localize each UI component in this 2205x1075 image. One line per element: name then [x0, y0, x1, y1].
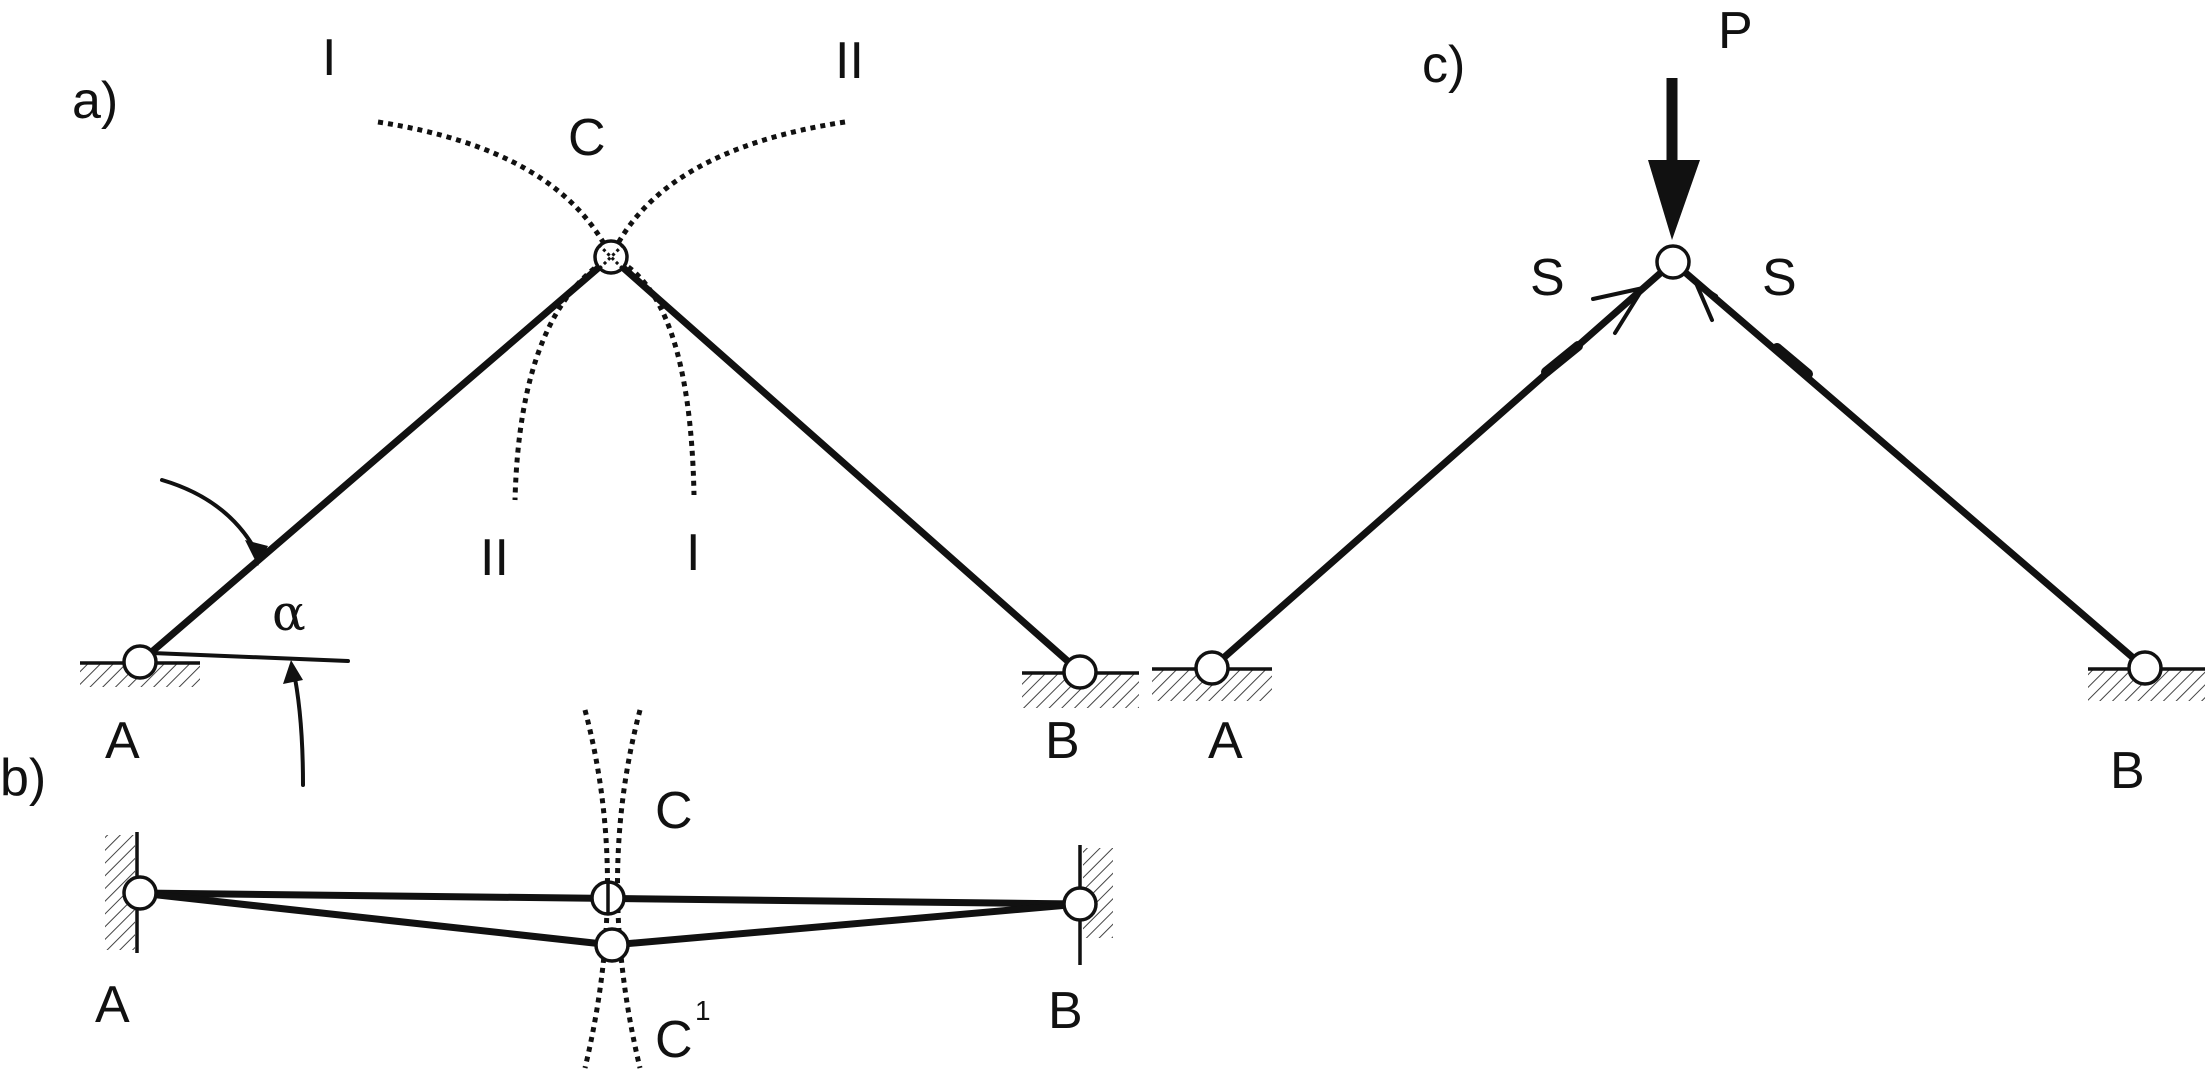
- arc-b-left: [582, 709, 610, 1069]
- force-s-right-arrowhead: [1691, 277, 1718, 322]
- panel-c-tag: c): [1422, 36, 1465, 94]
- pin-b-b: [1062, 886, 1098, 922]
- bar-c-right-thick-mark: [1772, 343, 1813, 379]
- support-a-label: A: [105, 712, 140, 770]
- panel-b: b) A B C C 1: [0, 709, 1113, 1069]
- arc-label-II-top: II: [835, 32, 864, 90]
- bar-cb: [607, 253, 1084, 676]
- panel-b-node-c-label: C: [655, 782, 693, 840]
- force-s-left-arrowhead: [1591, 285, 1648, 335]
- arc-II-lower: [512, 254, 613, 501]
- support-b-label: B: [1045, 712, 1080, 770]
- angle-arrow-lower: [291, 666, 305, 787]
- panel-a-tag: a): [72, 72, 118, 130]
- panel-b-support-b-label: B: [1048, 982, 1083, 1040]
- panel-c-support-b-label: B: [2110, 742, 2145, 800]
- arc-label-I-bottom: I: [686, 524, 700, 582]
- bar-c-left-thick-mark: [1541, 341, 1583, 377]
- arc-I-lower: [610, 254, 697, 496]
- panel-b-support-a-label: A: [95, 976, 130, 1034]
- force-s-left-label: S: [1530, 249, 1565, 307]
- arc-label-II-bottom: II: [480, 529, 509, 587]
- pin-c-top: [1655, 244, 1691, 280]
- angle-arrowhead-upper: [245, 540, 268, 566]
- bar-ac: [136, 253, 615, 666]
- pin-b-c1: [594, 927, 630, 963]
- arc-b-right: [615, 709, 643, 1069]
- panel-c: c) P S S A B: [1152, 2, 2205, 800]
- panel-b-node-c1-superscript: 1: [695, 995, 711, 1026]
- panel-b-node-c1-label: C: [655, 1011, 693, 1069]
- load-p-arrowhead: [1648, 160, 1700, 240]
- arc-II-upper: [608, 119, 846, 259]
- angle-reference-line: [150, 651, 350, 663]
- panel-c-support-a-label: A: [1208, 712, 1243, 770]
- angle-arrow-upper: [160, 478, 260, 557]
- force-s-right-label: S: [1762, 249, 1797, 307]
- pin-b: [1062, 654, 1098, 690]
- pin-c-b: [2127, 650, 2163, 686]
- panel-b-tag: b): [0, 749, 46, 807]
- arc-label-I-top: I: [322, 29, 336, 87]
- panel-a: a) I II C II I α A B: [72, 29, 1139, 787]
- bar-b-deflected-right: [608, 900, 1084, 949]
- bar-b-deflected-left: [136, 889, 616, 949]
- node-c-label: C: [568, 109, 606, 167]
- bar-c-left: [1208, 258, 1677, 672]
- pin-c: [593, 239, 629, 275]
- pin-a: [122, 644, 158, 680]
- angle-alpha-label: α: [272, 584, 306, 642]
- pin-b-a: [122, 875, 158, 911]
- pin-c-a: [1194, 650, 1230, 686]
- load-p-label: P: [1718, 2, 1753, 60]
- bar-c-right: [1669, 258, 2149, 672]
- angle-arrowhead-lower: [283, 660, 303, 684]
